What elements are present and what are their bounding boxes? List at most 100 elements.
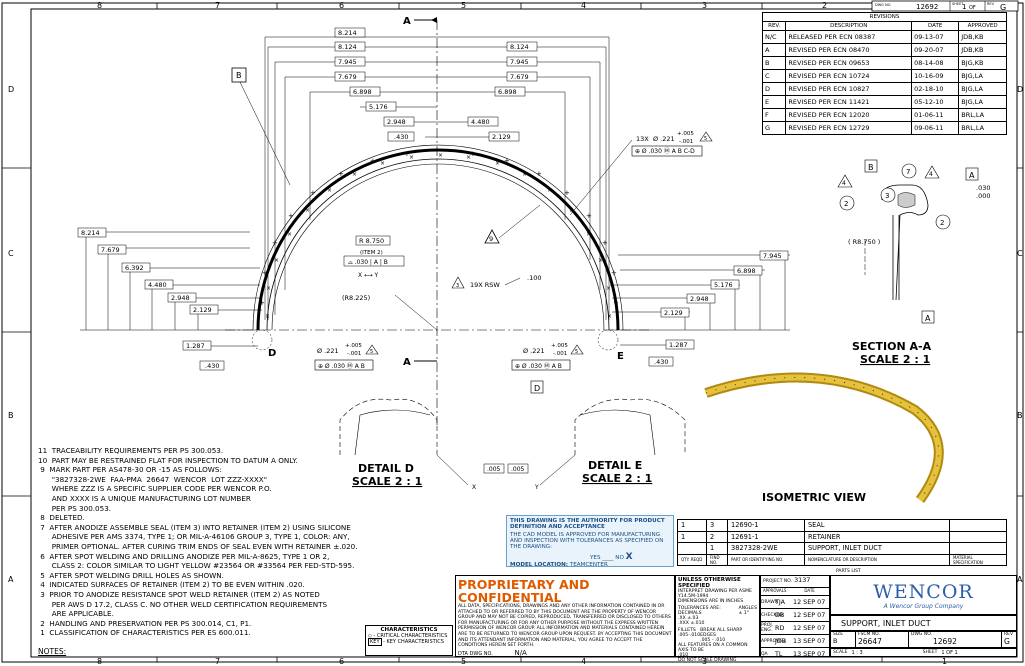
svg-text:3: 3: [702, 657, 707, 666]
svg-text:3: 3: [702, 1, 707, 10]
svg-text:1.287: 1.287: [186, 342, 205, 350]
svg-text:+: +: [564, 189, 570, 197]
svg-text:D: D: [534, 384, 540, 393]
svg-text:X: X: [472, 484, 476, 491]
rev-col: REV.: [761, 21, 787, 31]
svg-text:8: 8: [97, 657, 102, 666]
note-line: CLASS 2: COLOR SIMILAR TO LIGHT YELLOW #…: [38, 561, 355, 571]
right-vertical-dims: 7.945 6.898 5.176 2.948 2.129 1.287 .430: [610, 250, 790, 367]
characteristics-box: CHARACTERISTICS ◇ - CRITICAL CHARACTERIS…: [365, 625, 453, 656]
svg-text:( R8.750 ): ( R8.750 ): [848, 238, 880, 246]
svg-text:5: 5: [370, 349, 373, 355]
svg-text:3: 3: [456, 283, 459, 289]
svg-text:SCALE 2 : 1: SCALE 2 : 1: [352, 475, 422, 488]
svg-text:2: 2: [940, 219, 944, 227]
svg-text:DWG NO.: DWG NO.: [875, 3, 891, 7]
svg-text:+: +: [259, 299, 265, 307]
authority-box: THIS DRAWING IS THE AUTHORITY FOR PRODUC…: [506, 515, 674, 568]
svg-text:A: A: [969, 171, 975, 180]
svg-text:⊕ Ø .030 Ⓜ A B C-D: ⊕ Ø .030 Ⓜ A B C-D: [635, 147, 695, 155]
svg-text:A: A: [403, 16, 411, 27]
svg-text:2.129: 2.129: [492, 133, 511, 141]
svg-text:SHEET: SHEET: [952, 2, 964, 6]
svg-text:SCALE 2 : 1: SCALE 2 : 1: [860, 353, 930, 366]
yes-no-row: YES ____ NO X: [590, 552, 633, 562]
svg-text:×: ×: [352, 171, 357, 178]
note-line: PER AWS D 17.2, CLASS C. NO OTHER WELD C…: [38, 599, 328, 609]
svg-text:+: +: [288, 212, 294, 220]
svg-text:×: ×: [266, 285, 271, 292]
svg-text:×: ×: [522, 171, 527, 178]
svg-text:4.480: 4.480: [471, 118, 490, 126]
balloon-b: B: [231, 67, 291, 186]
svg-text:7.945: 7.945: [763, 252, 782, 260]
svg-text:8.124: 8.124: [338, 43, 357, 51]
svg-text:×: ×: [274, 257, 279, 264]
svg-text:4: 4: [842, 180, 846, 187]
parts-list-title: PARTS LIST: [836, 569, 861, 574]
svg-text:×: ×: [380, 160, 385, 167]
note-line: 10 PART MAY BE RESTRAINED FLAT FOR INSPE…: [38, 455, 298, 465]
radius-callout: R 8.750 (ITEM 2) ⌓ .030 | A | B X ⟷ Y (R…: [342, 235, 438, 331]
note-line: 3 PRIOR TO ANODIZE RESISTANCE SPOT WELD …: [38, 589, 320, 599]
svg-text:1.287: 1.287: [669, 341, 688, 349]
svg-text:D: D: [8, 85, 14, 94]
svg-text:A: A: [403, 357, 411, 368]
svg-text:2.948: 2.948: [690, 295, 709, 303]
note-line: 9 MARK PART PER AS478-30 OR -15 AS FOLLO…: [38, 465, 222, 475]
weld-marks: ××× ××× ××× ××× ××× ××× ×: [265, 152, 612, 320]
note-line: PER PS 300.053.: [38, 503, 112, 513]
svg-text:×: ×: [569, 207, 574, 214]
svg-text:DETAIL D: DETAIL D: [358, 462, 414, 475]
svg-text:⌓ .030 | A | B: ⌓ .030 | A | B: [348, 259, 388, 266]
svg-text:.000: .000: [976, 192, 990, 200]
svg-text:B: B: [1017, 411, 1023, 420]
svg-text:4: 4: [581, 1, 586, 10]
svg-text:2.129: 2.129: [193, 306, 212, 314]
svg-text:.430: .430: [654, 358, 668, 366]
svg-text:×: ×: [305, 207, 310, 214]
svg-text:-.001: -.001: [347, 351, 361, 357]
svg-text:Y: Y: [534, 484, 539, 491]
note-line: WHERE ZZZ IS A SPECIFIC SUPPLIER CODE PE…: [38, 484, 272, 494]
detail-e-callout: E Ø .221 +.005 -.001 5 ⊕ Ø .030 Ⓜ A B D: [511, 329, 624, 394]
svg-text:⊕ Ø .030 Ⓜ A B: ⊕ Ø .030 Ⓜ A B: [515, 362, 562, 370]
svg-text:-.001: -.001: [679, 139, 693, 145]
svg-text:5: 5: [461, 657, 466, 666]
svg-text:2: 2: [822, 1, 827, 10]
svg-text:×: ×: [409, 154, 414, 161]
svg-text:6.392: 6.392: [125, 264, 144, 272]
svg-text:×: ×: [327, 187, 332, 194]
svg-text:7.679: 7.679: [510, 73, 529, 81]
svg-text:4: 4: [929, 171, 933, 178]
svg-text:X ⟷ Y: X ⟷ Y: [358, 272, 379, 279]
svg-text:9: 9: [489, 235, 493, 243]
side-zone-labels: D C B A D C B A: [8, 85, 1023, 584]
svg-text:×: ×: [495, 160, 500, 167]
svg-text:2.948: 2.948: [387, 118, 406, 126]
svg-text:+: +: [504, 157, 510, 165]
svg-text:6.898: 6.898: [498, 88, 517, 96]
svg-text:.100: .100: [527, 274, 541, 282]
svg-text:2: 2: [844, 200, 848, 208]
svg-text:×: ×: [438, 152, 443, 159]
note-line: 8 DELETED.: [38, 513, 85, 523]
notes-label: NOTES:: [38, 647, 67, 656]
svg-text:7: 7: [906, 168, 910, 176]
desc-col: DESCRIPTION: [785, 21, 913, 31]
svg-text:12692: 12692: [916, 3, 938, 11]
svg-text:5.176: 5.176: [714, 281, 733, 289]
svg-text:R 8.750: R 8.750: [359, 237, 384, 245]
svg-text:×: ×: [547, 187, 552, 194]
svg-text:3: 3: [885, 192, 889, 200]
header-dwg-box: DWG NO. 12692 SHEET 1 OF REV G: [871, 0, 1019, 12]
svg-text:5.176: 5.176: [369, 103, 388, 111]
note-line: AND XXXX IS A UNIQUE MANUFACTURING LOT N…: [38, 493, 251, 503]
section-a-top: A A: [403, 16, 437, 368]
svg-text:OF: OF: [969, 5, 976, 11]
svg-text:6: 6: [339, 657, 344, 666]
